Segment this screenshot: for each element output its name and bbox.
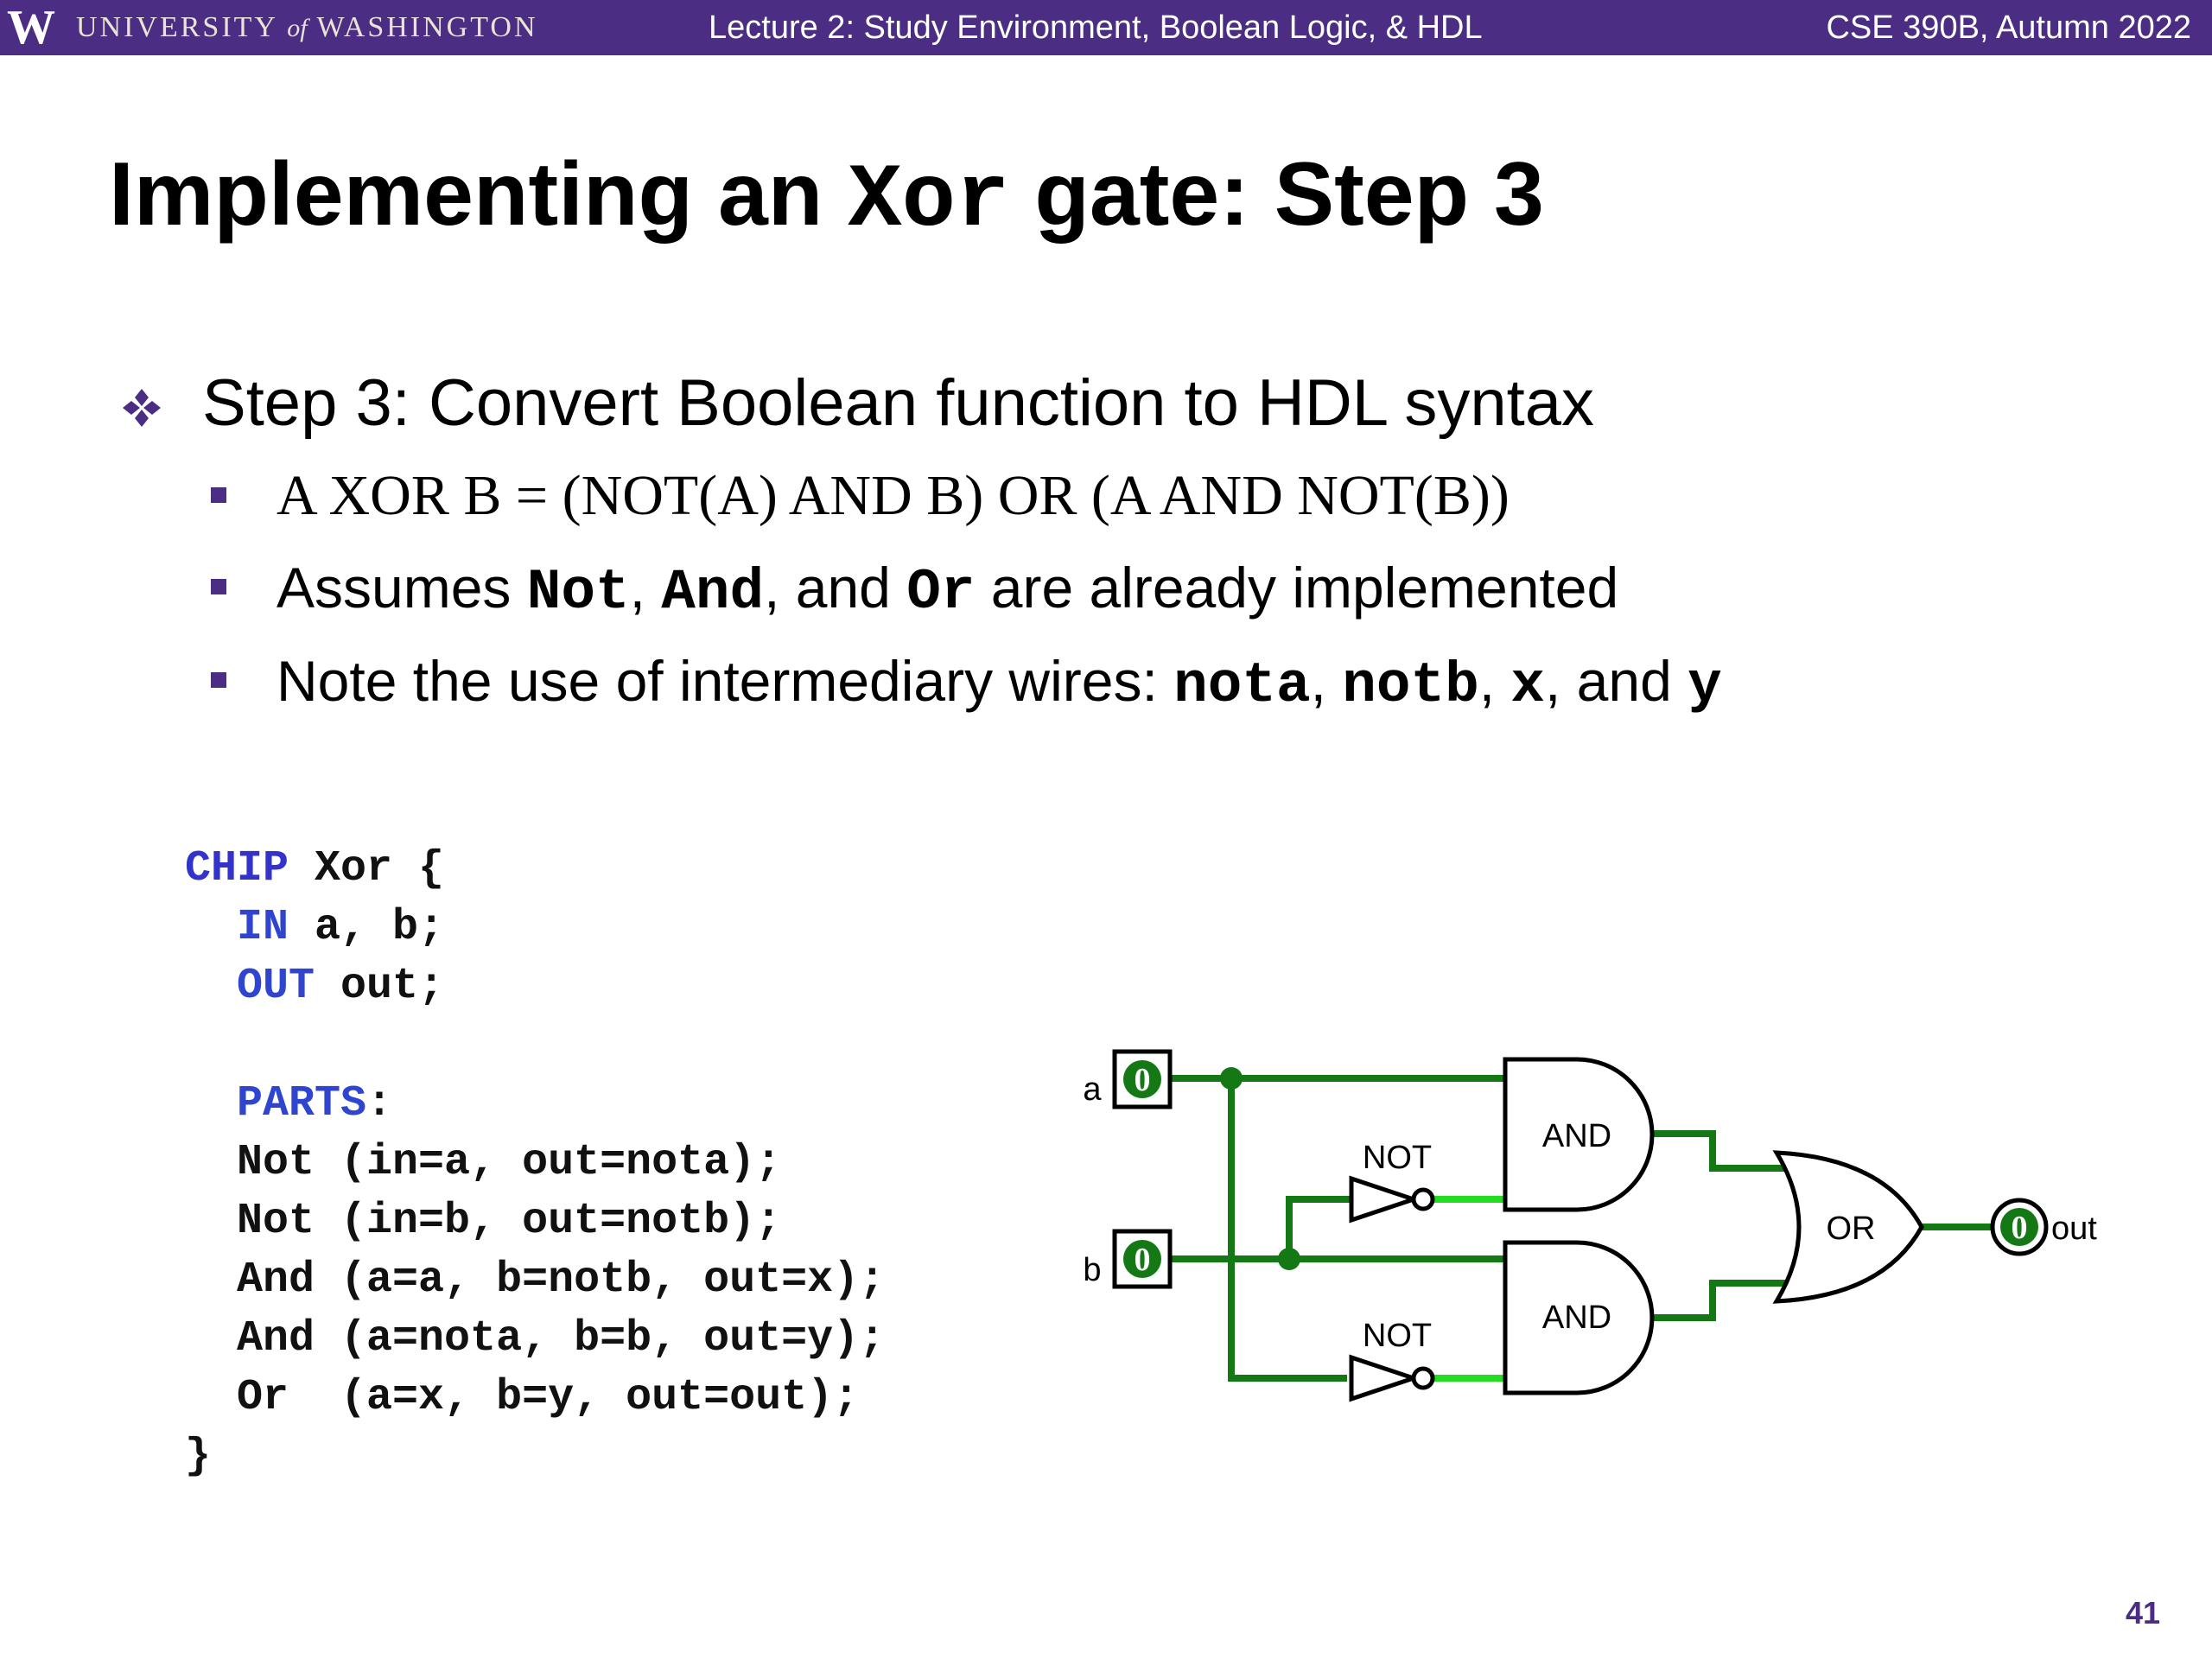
- lecture-title: Lecture 2: Study Environment, Boolean Lo…: [709, 10, 1483, 46]
- hdl-code-block: CHIP Xor { IN a, b; OUT out; PARTS: Not …: [185, 844, 886, 1481]
- square-bullet-icon: [211, 672, 226, 688]
- svg-text:0: 0: [1135, 1242, 1151, 1278]
- code-line: And (a=a, b=notb, out=x);: [237, 1255, 886, 1305]
- not-gate-1: NOT: [1349, 1140, 1435, 1224]
- bullet-sub-1-text: A XOR B = (NOT(A) AND B) OR (A AND NOT(B…: [276, 464, 1510, 527]
- and-gate-2: AND: [1503, 1240, 1655, 1395]
- square-bullet-icon: [211, 579, 226, 594]
- code-line: Or (a=x, b=y, out=out);: [237, 1373, 860, 1422]
- bullet-sub-3-text: Note the use of intermediary wires: nota…: [276, 649, 1722, 718]
- university-name: UNIVERSITY of WASHINGTON: [76, 11, 538, 43]
- input-b-label: b: [1083, 1252, 1101, 1288]
- code-line: Not (in=a, out=nota);: [237, 1138, 782, 1187]
- course-label: CSE 390B, Autumn 2022: [1826, 10, 2191, 46]
- input-a-label: a: [1083, 1071, 1102, 1108]
- bullet-sub-2-text: Assumes Not, And, and Or are already imp…: [276, 556, 1619, 625]
- svg-text:OR: OR: [1827, 1211, 1876, 1247]
- svg-text:0: 0: [1135, 1062, 1151, 1098]
- output-pin: 0: [1990, 1198, 2049, 1256]
- svg-text:0: 0: [2012, 1210, 2028, 1246]
- bullet-main-text: Step 3: Convert Boolean function to HDL …: [202, 366, 1594, 440]
- code-line: And (a=nota, b=b, out=y);: [237, 1314, 886, 1363]
- page-number: 41: [2125, 1595, 2160, 1630]
- uw-logo: W: [7, 1, 55, 54]
- and-gate-1: AND: [1503, 1057, 1655, 1212]
- svg-text:AND: AND: [1542, 1300, 1611, 1336]
- square-bullet-icon: [211, 487, 226, 503]
- code-keyword-parts: PARTS: [237, 1079, 367, 1128]
- not-gate-2: NOT: [1349, 1318, 1435, 1402]
- slide-title: Implementing an Xor gate: Step 3: [109, 144, 1544, 252]
- or-gate: OR: [1772, 1150, 1924, 1304]
- svg-text:NOT: NOT: [1363, 1318, 1432, 1354]
- code-keyword-in: IN: [237, 903, 289, 952]
- code-keyword-chip: CHIP: [185, 844, 289, 893]
- output-label: out: [2051, 1211, 2097, 1247]
- xor-circuit-diagram: 0 a 0 b NOT NOT AND AND OR 0 out: [1083, 1049, 2097, 1402]
- svg-text:AND: AND: [1542, 1118, 1611, 1154]
- svg-text:NOT: NOT: [1363, 1140, 1432, 1176]
- code-keyword-out: OUT: [237, 962, 315, 1011]
- diamond-bullet-icon: [123, 389, 161, 427]
- code-line: Not (in=b, out=notb);: [237, 1197, 782, 1246]
- header-bar: W UNIVERSITY of WASHINGTON Lecture 2: St…: [0, 0, 2212, 55]
